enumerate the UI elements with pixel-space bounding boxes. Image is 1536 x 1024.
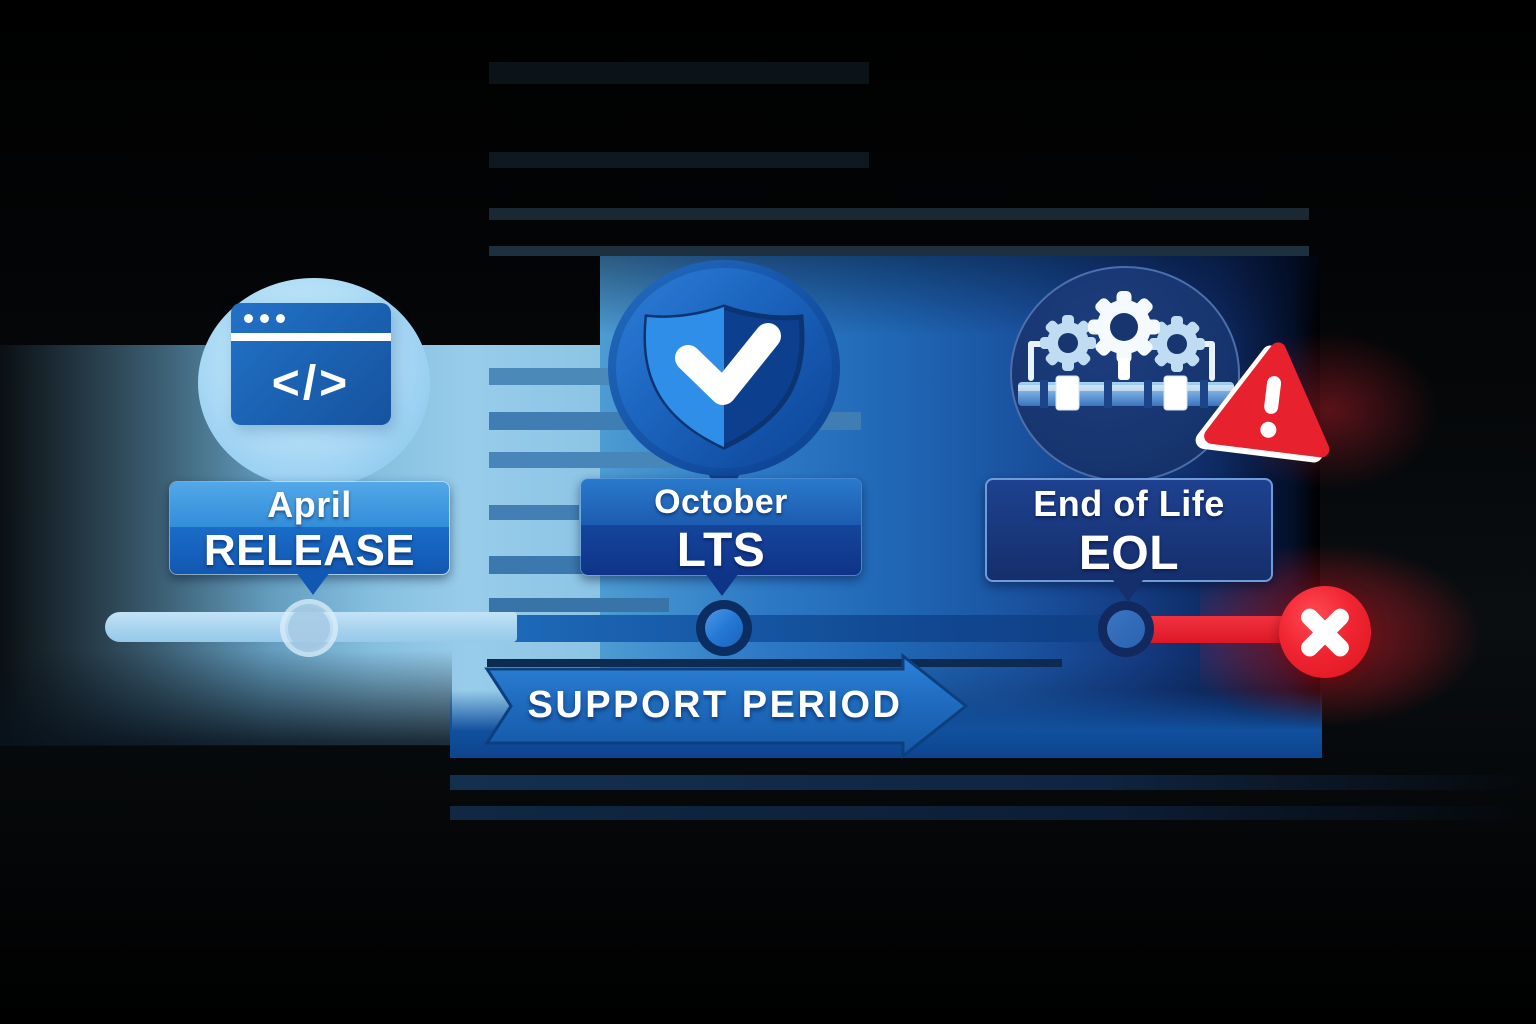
code-glyph: </> <box>271 356 351 410</box>
bg-streak <box>489 452 709 468</box>
shield-check-icon <box>643 304 805 450</box>
bg-streak <box>450 806 1536 820</box>
eol-label-tail <box>1111 577 1145 602</box>
bg-streak <box>489 208 1309 220</box>
bg-streak <box>489 598 669 612</box>
banner-arrow-shape <box>484 652 969 760</box>
release-label-tail <box>296 572 330 595</box>
bg-streak <box>489 505 579 520</box>
release-code-label: RELEASE <box>170 526 449 574</box>
background-left-fade <box>0 650 452 746</box>
timeline-bar <box>503 615 1143 642</box>
window-divider <box>231 333 391 341</box>
gear-icon <box>1149 316 1205 372</box>
release-month-label: April <box>170 482 449 527</box>
window-dot <box>244 314 253 323</box>
release-label-box: April RELEASE <box>169 481 450 575</box>
bg-streak <box>487 659 1062 667</box>
code-window-icon: </> <box>231 303 391 425</box>
eol-label-box: End of Life EOL <box>985 478 1273 582</box>
bg-streak <box>450 775 1536 790</box>
gear-icon <box>1040 315 1096 371</box>
bg-streak <box>489 246 1309 256</box>
window-dot <box>276 314 285 323</box>
bg-streak <box>489 368 639 385</box>
lts-code-label: LTS <box>581 524 861 575</box>
timeline-node-release-core <box>288 607 330 649</box>
support-period-banner <box>484 652 969 760</box>
lts-label-box: October LTS <box>580 478 862 576</box>
check-icon <box>675 323 781 405</box>
gear-icon <box>1088 291 1160 363</box>
exclamation-triangle-icon <box>1195 342 1330 463</box>
gears-pipeline-icon <box>1018 291 1330 463</box>
window-dot <box>260 314 269 323</box>
lts-label-tail <box>705 573 739 596</box>
timeline-node-eol-core <box>1107 610 1145 648</box>
timeline-bar-eol-red <box>1148 616 1282 643</box>
x-cross-icon <box>1279 586 1371 678</box>
support-period-label: SUPPORT PERIOD <box>527 684 903 726</box>
bg-streak <box>489 62 869 84</box>
timeline-node-lts-core <box>705 609 743 647</box>
bg-streak <box>489 152 869 168</box>
lts-month-label: October <box>581 479 861 525</box>
pipeline-icon <box>1018 375 1234 411</box>
eol-month-label: End of Life <box>1033 483 1225 524</box>
eol-code-label: EOL <box>1078 526 1180 580</box>
